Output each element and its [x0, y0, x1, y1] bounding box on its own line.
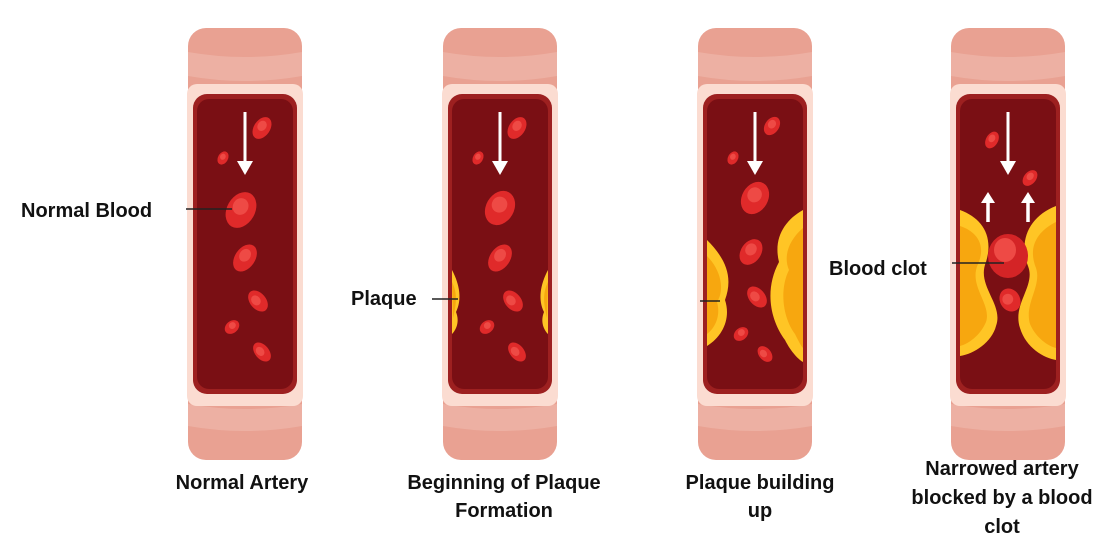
leader-lines — [186, 208, 1004, 302]
caption-beginning-plaque: Beginning of Plaque Formation — [384, 469, 624, 525]
callout-plaque: Plaque — [351, 288, 417, 310]
cell-highlight — [747, 187, 762, 203]
artery-rim-bottom — [698, 404, 812, 431]
caption-line: up — [747, 500, 773, 522]
cell-highlight — [510, 346, 520, 356]
cell-highlight — [767, 119, 777, 129]
backflow-arrow-head — [981, 192, 995, 203]
red-blood-cell — [503, 290, 523, 312]
callout-normal-blood: Normal Blood — [21, 200, 153, 222]
artery-rim-top — [188, 52, 302, 81]
cell-highlight — [232, 198, 249, 215]
cell-highlight — [512, 120, 522, 131]
red-blood-cell — [224, 320, 240, 334]
plaque-right-core — [783, 228, 803, 348]
cell-highlight — [228, 322, 236, 329]
red-blood-cell — [757, 346, 773, 362]
flow-arrow-head — [747, 161, 763, 175]
red-blood-cell — [484, 190, 516, 226]
flow-arrow-head — [492, 161, 508, 175]
caption-line: Narrowed artery — [925, 458, 1079, 480]
artery-rim-bottom — [951, 404, 1065, 431]
caption-line: blocked by a blood — [911, 487, 1093, 509]
red-blood-cell — [508, 342, 526, 362]
caption-line: clot — [984, 516, 1020, 538]
cell-highlight — [239, 248, 252, 262]
red-blood-cell — [233, 244, 257, 272]
cell-highlight — [506, 295, 516, 306]
flow-arrow-head — [237, 161, 253, 175]
cell-highlight — [730, 153, 736, 160]
red-blood-cell — [727, 151, 739, 165]
red-blood-cell — [985, 131, 999, 149]
artery-rim-bottom — [443, 404, 557, 431]
lumen — [197, 99, 293, 389]
cell-highlight — [494, 248, 507, 262]
red-blood-cell — [488, 244, 512, 272]
caption-line: Formation — [455, 500, 553, 522]
artery-normal — [187, 28, 303, 460]
artery-plaque-building — [697, 28, 813, 460]
red-blood-cell — [999, 288, 1021, 312]
artery-blocked — [950, 28, 1066, 460]
cell-highlight — [251, 295, 261, 306]
plaque-right-core — [1028, 222, 1056, 348]
cell-highlight — [750, 291, 760, 302]
red-blood-cell — [217, 151, 229, 165]
red-blood-cell — [472, 151, 484, 165]
artery-rim-bottom — [188, 404, 302, 431]
red-blood-cell — [1022, 170, 1038, 186]
red-blood-cell — [252, 117, 272, 139]
cell-highlight — [1002, 293, 1014, 305]
red-blood-cell — [507, 117, 527, 139]
artery-rim-top — [443, 52, 557, 81]
cell-highlight — [475, 153, 481, 160]
backflow-arrow-head — [1021, 192, 1035, 203]
red-blood-cell — [225, 192, 257, 228]
caption-normal-artery: Normal Artery — [142, 469, 342, 497]
red-blood-cell — [739, 239, 763, 265]
plaque-left-core — [707, 256, 722, 334]
caption-blocked-artery: Narrowed artery blocked by a blood clot — [895, 455, 1109, 542]
blood-clot-highlight — [994, 238, 1016, 262]
cell-highlight — [745, 243, 757, 256]
red-blood-cell — [253, 342, 271, 362]
cell-highlight — [737, 329, 745, 336]
plaque-left-core — [452, 282, 456, 318]
caption-line: Plaque building — [685, 472, 835, 494]
callout-blood-clot: Blood clot — [829, 258, 927, 280]
lumen — [452, 99, 548, 389]
artery-beginning-plaque — [442, 28, 558, 460]
artery-rim-top — [698, 52, 812, 81]
cell-highlight — [759, 349, 768, 358]
caption-line: Normal Artery — [175, 472, 309, 494]
plaque-right-core — [544, 282, 548, 318]
cell-highlight — [257, 120, 267, 131]
red-blood-cell — [763, 116, 781, 136]
cell-highlight — [483, 322, 491, 329]
caption-plaque-building: Plaque building up — [660, 469, 860, 525]
artery-rim-top — [951, 52, 1065, 81]
cell-highlight — [220, 153, 226, 160]
cell-highlight — [1026, 172, 1034, 181]
caption-line: Beginning of Plaque — [407, 472, 601, 494]
red-blood-cell — [479, 320, 495, 334]
red-blood-cell — [747, 286, 767, 308]
cell-highlight — [988, 134, 996, 143]
cell-highlight — [491, 196, 508, 213]
cell-highlight — [255, 346, 265, 356]
red-blood-cell — [248, 290, 268, 312]
red-blood-cell — [733, 327, 749, 341]
flow-arrow-head — [1000, 161, 1016, 175]
plaque-left-core — [960, 226, 987, 346]
red-blood-cell — [740, 181, 770, 215]
